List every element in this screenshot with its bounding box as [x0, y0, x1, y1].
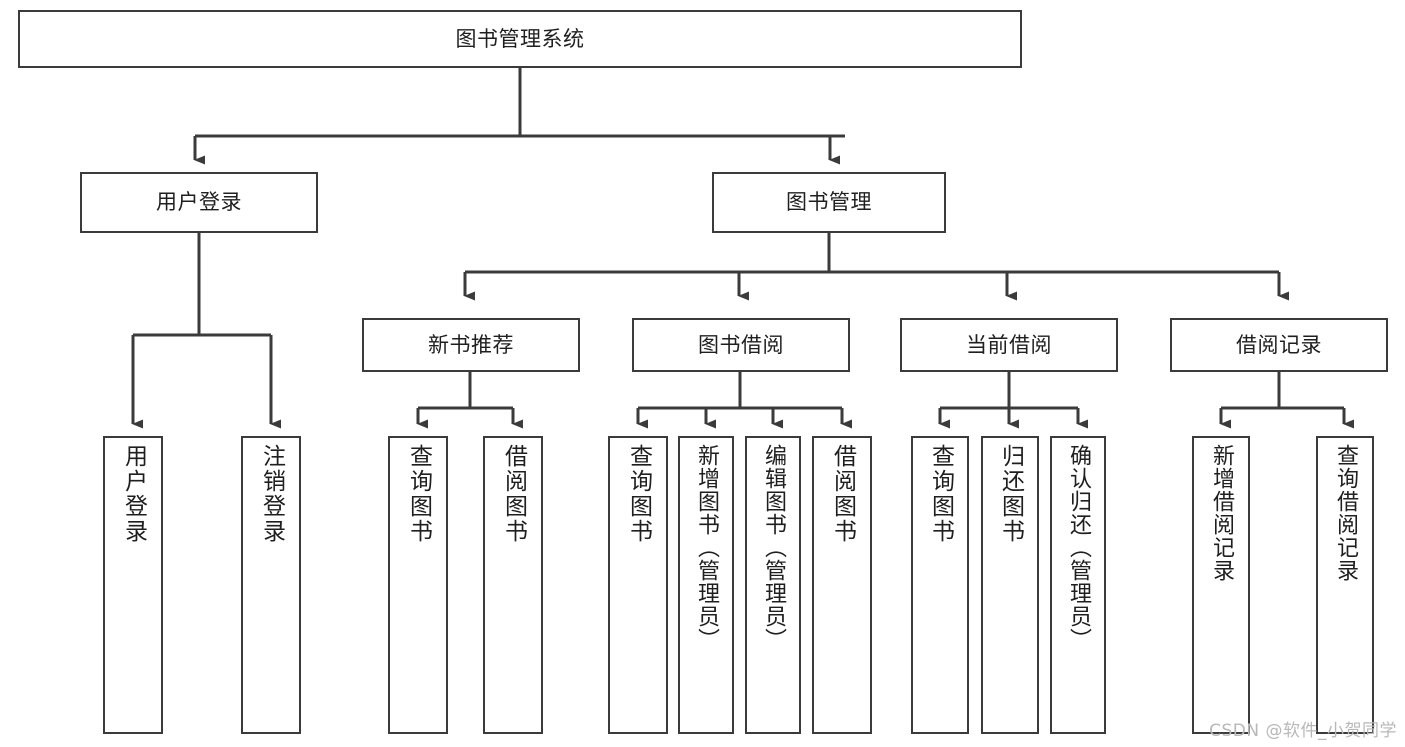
node-leaf-query-record[interactable]: 查询借阅记录 [1316, 436, 1374, 734]
node-root-label: 图书管理系统 [455, 26, 585, 51]
node-user-login-label: 用户登录 [156, 190, 242, 215]
node-leaf-query-book-1-label: 查询图书 [405, 444, 432, 544]
node-root[interactable]: 图书管理系统 [18, 10, 1022, 68]
node-leaf-query-record-label: 查询借阅记录 [1333, 444, 1358, 582]
node-leaf-query-book-1[interactable]: 查询图书 [388, 436, 448, 734]
node-leaf-borrow-book-2[interactable]: 借阅图书 [812, 436, 872, 734]
node-leaf-logout[interactable]: 注销登录 [241, 436, 301, 734]
node-leaf-logout-label: 注销登录 [258, 444, 285, 544]
csdn-watermark: CSDN @软件_小贺同学 [1209, 721, 1397, 741]
node-new-book-rec-label: 新书推荐 [428, 332, 514, 357]
node-leaf-return-book[interactable]: 归还图书 [981, 436, 1039, 734]
node-user-login[interactable]: 用户登录 [80, 172, 318, 233]
node-leaf-add-record[interactable]: 新增借阅记录 [1192, 436, 1250, 734]
node-leaf-edit-book-label: 编辑图书（管理员） [761, 444, 786, 651]
node-leaf-query-book-3[interactable]: 查询图书 [911, 436, 969, 734]
node-book-borrow[interactable]: 图书借阅 [632, 318, 850, 372]
node-borrow-record[interactable]: 借阅记录 [1170, 318, 1388, 372]
node-current-borrow-label: 当前借阅 [966, 332, 1052, 357]
node-leaf-borrow-book-1-label: 借阅图书 [500, 444, 527, 544]
node-leaf-user-login[interactable]: 用户登录 [103, 436, 163, 734]
node-book-manage-label: 图书管理 [786, 190, 872, 215]
node-book-manage[interactable]: 图书管理 [712, 172, 946, 233]
node-current-borrow[interactable]: 当前借阅 [900, 318, 1118, 372]
node-leaf-return-book-label: 归还图书 [997, 444, 1024, 544]
node-leaf-user-login-label: 用户登录 [120, 444, 147, 544]
node-book-borrow-label: 图书借阅 [698, 332, 784, 357]
node-leaf-query-book-2-label: 查询图书 [625, 444, 652, 544]
node-leaf-add-record-label: 新增借阅记录 [1209, 444, 1234, 582]
node-leaf-confirm-return[interactable]: 确认归还（管理员） [1050, 436, 1106, 734]
node-leaf-query-book-2[interactable]: 查询图书 [608, 436, 668, 734]
node-leaf-borrow-book-1[interactable]: 借阅图书 [483, 436, 543, 734]
node-leaf-add-book[interactable]: 新增图书（管理员） [678, 436, 734, 734]
node-new-book-rec[interactable]: 新书推荐 [362, 318, 580, 372]
node-leaf-confirm-return-label: 确认归还（管理员） [1066, 444, 1091, 651]
node-leaf-add-book-label: 新增图书（管理员） [694, 444, 719, 651]
node-leaf-edit-book[interactable]: 编辑图书（管理员） [745, 436, 801, 734]
node-leaf-borrow-book-2-label: 借阅图书 [829, 444, 856, 544]
node-leaf-query-book-3-label: 查询图书 [927, 444, 954, 544]
node-borrow-record-label: 借阅记录 [1236, 332, 1322, 357]
